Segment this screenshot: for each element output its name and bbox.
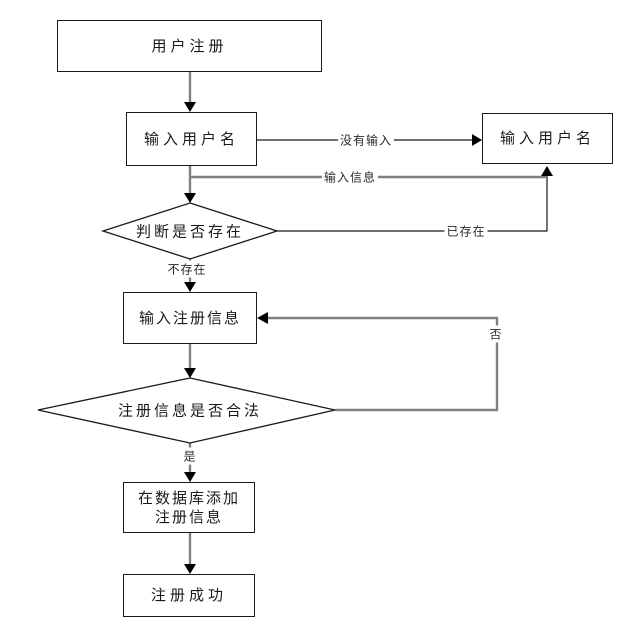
node-enter-registration-info-label: 输入注册信息 bbox=[138, 308, 241, 327]
edge-label-not-exists: 不存在 bbox=[165, 260, 209, 278]
node-enter-username-label: 输入用户名 bbox=[143, 129, 239, 148]
arrowhead-down-icon bbox=[184, 193, 196, 203]
arrowhead-down-icon bbox=[184, 564, 196, 574]
edge-label-no: 否 bbox=[487, 325, 505, 343]
edge-label-already-exists: 已存在 bbox=[444, 222, 488, 240]
arrowhead-down-icon bbox=[184, 282, 196, 292]
diamond-check-exists-shape bbox=[100, 202, 280, 260]
edge-label-no-input: 没有输入 bbox=[337, 131, 395, 149]
node-check-valid-label: 注册信息是否合法 bbox=[117, 401, 263, 420]
node-add-to-database: 在数据库添加 注册信息 bbox=[123, 482, 255, 533]
node-enter-username-retry: 输入用户名 bbox=[482, 113, 613, 164]
edge-label-yes: 是 bbox=[181, 447, 199, 465]
edge-no-loop bbox=[268, 316, 499, 412]
edge-already-exists-line bbox=[277, 175, 548, 232]
arrowhead-down-icon bbox=[184, 472, 196, 482]
arrowhead-left-icon bbox=[257, 312, 268, 324]
node-check-exists-label: 判断是否存在 bbox=[135, 222, 245, 241]
arrowhead-down-icon bbox=[184, 368, 196, 378]
arrowhead-down-icon bbox=[184, 102, 196, 112]
arrowhead-right-icon bbox=[472, 134, 482, 146]
node-add-to-database-line1: 在数据库添加 bbox=[137, 488, 240, 507]
node-register-success-label: 注册成功 bbox=[150, 586, 227, 604]
diamond-check-valid-shape bbox=[37, 377, 336, 444]
edge-label-input-info: 输入信息 bbox=[321, 168, 379, 186]
node-register-success: 注册成功 bbox=[123, 574, 255, 617]
node-add-to-database-line2: 注册信息 bbox=[154, 507, 223, 526]
node-user-register-label: 用户注册 bbox=[151, 36, 228, 55]
node-enter-username-retry-label: 输入用户名 bbox=[499, 129, 595, 147]
arrowhead-up-icon bbox=[541, 166, 553, 176]
node-enter-username: 输入用户名 bbox=[126, 112, 257, 166]
node-user-register: 用户注册 bbox=[57, 20, 322, 72]
node-enter-registration-info: 输入注册信息 bbox=[123, 292, 257, 344]
